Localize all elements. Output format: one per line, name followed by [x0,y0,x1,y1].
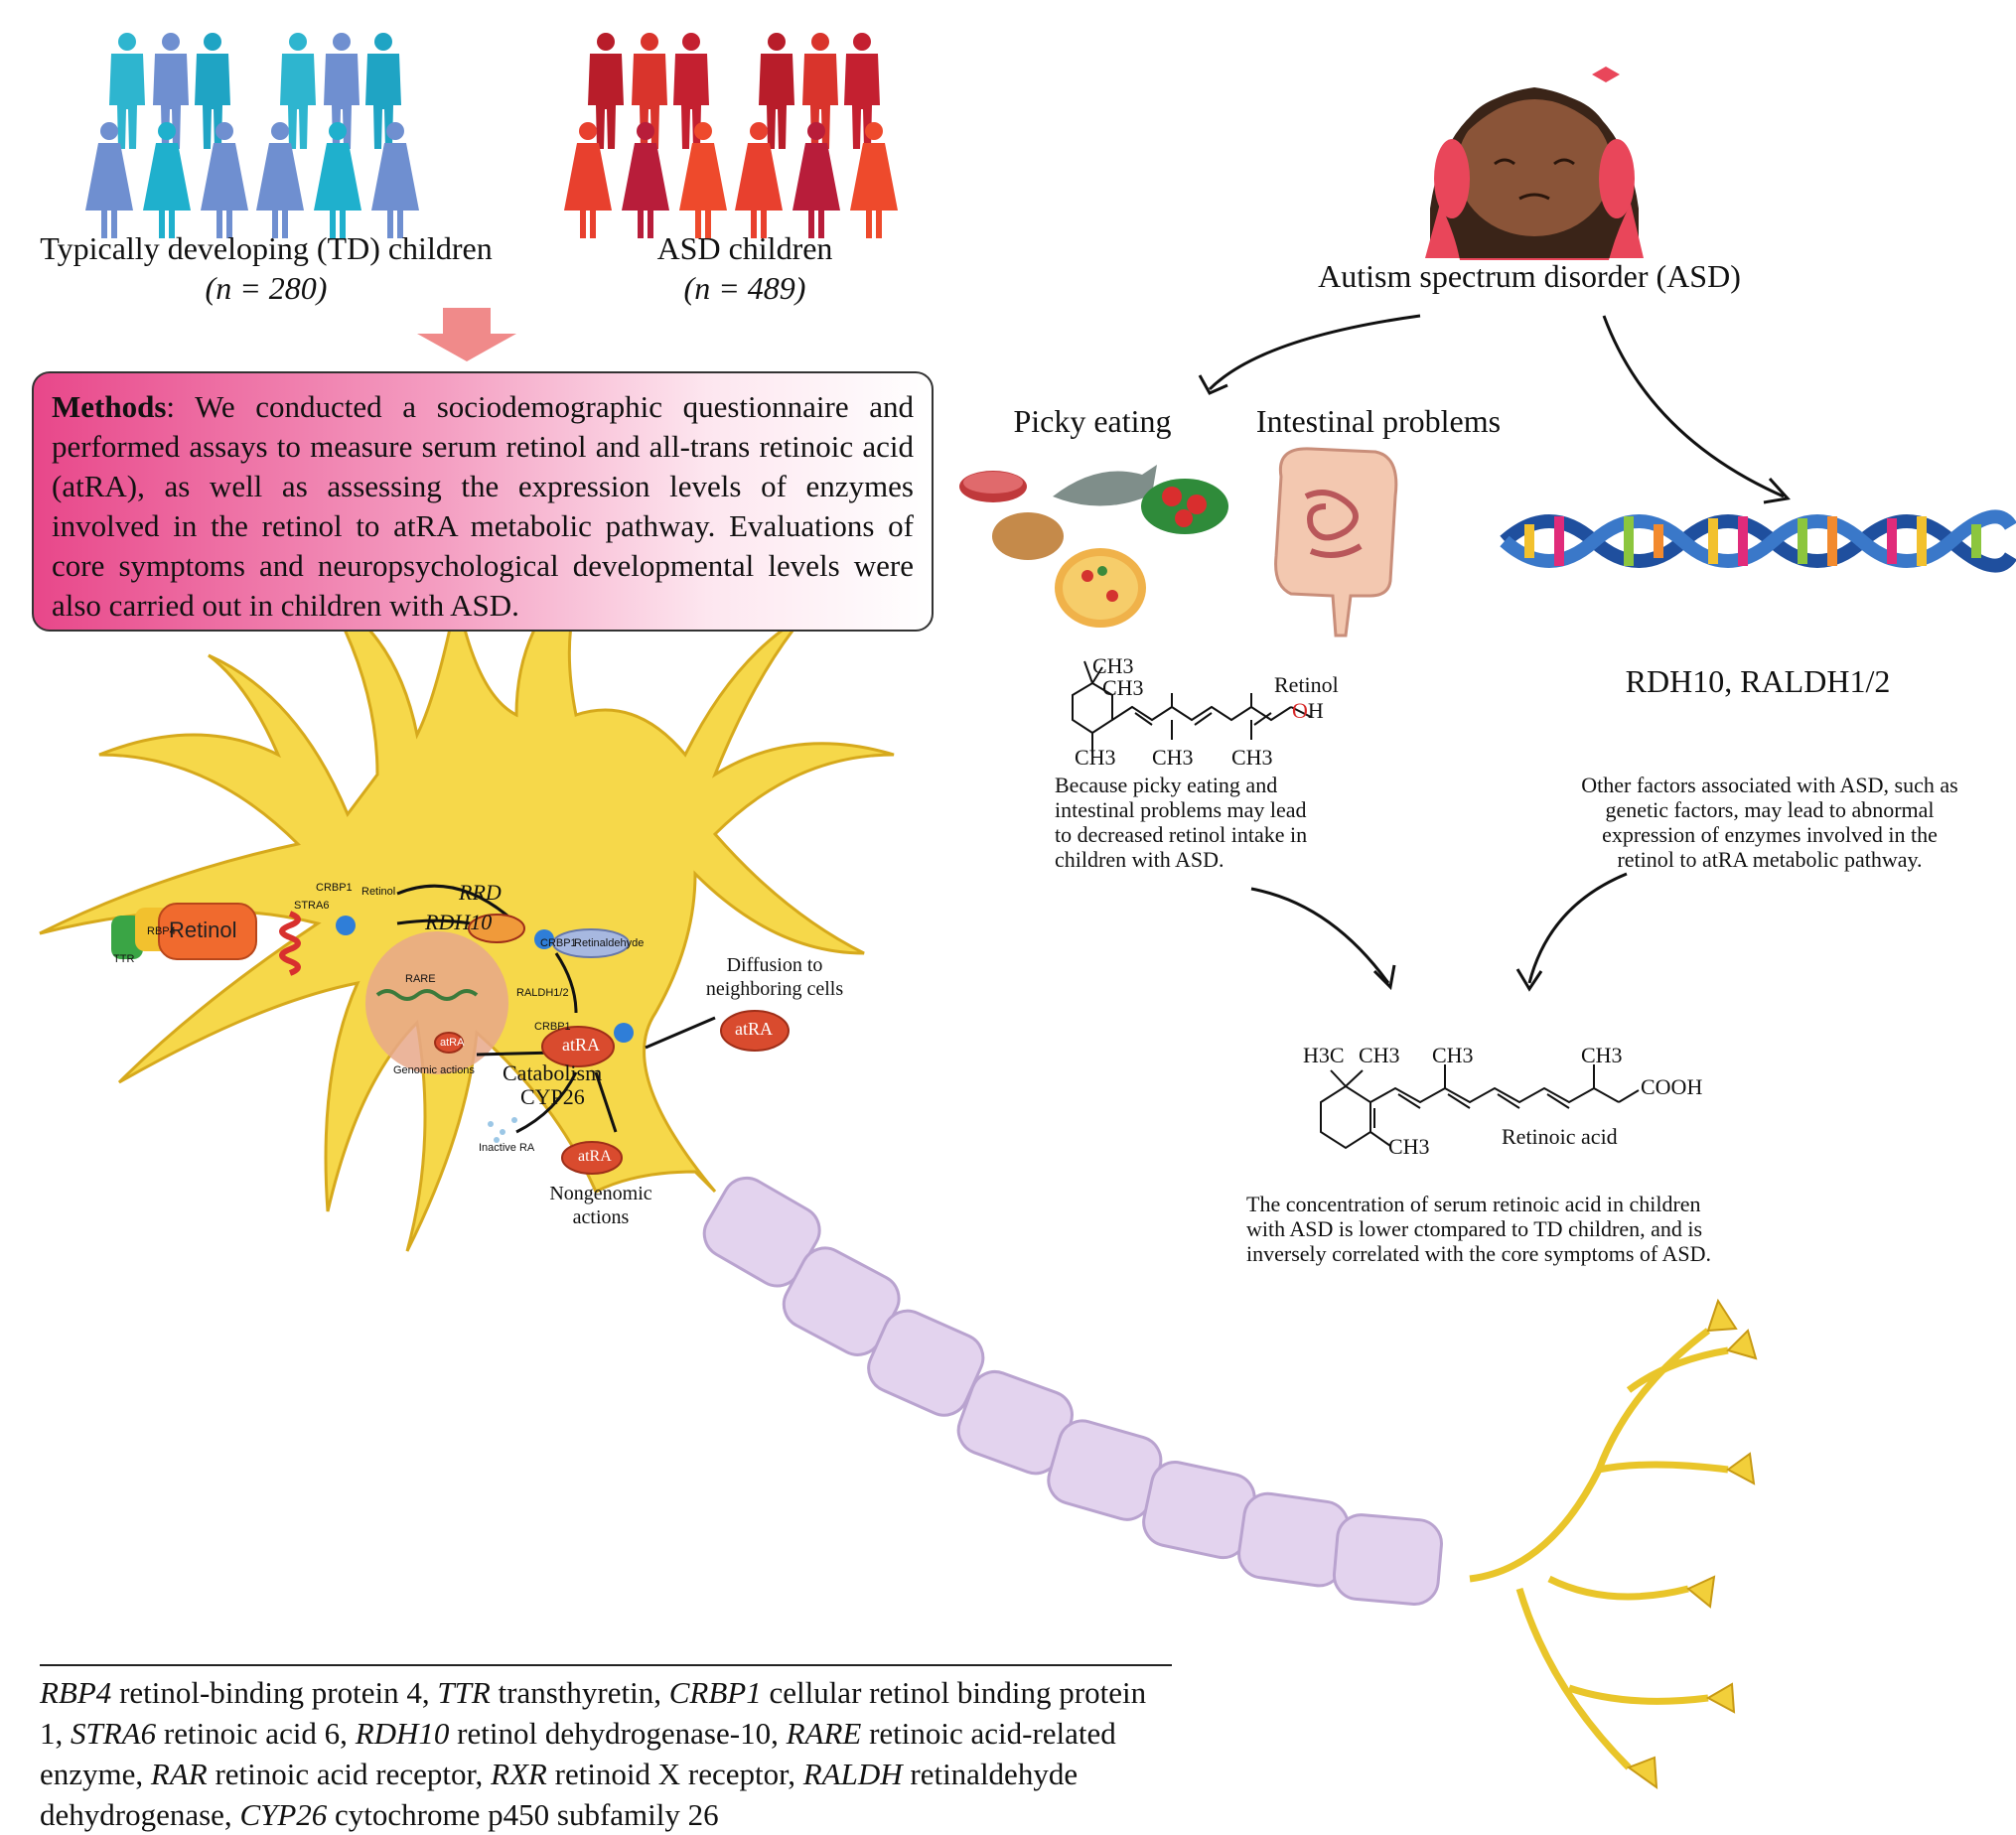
retinol-ch3-b: CH3 [1102,675,1144,700]
legend-entry: RAR retinoic acid receptor, [150,1757,492,1791]
retinol-small-label: Retinol [361,886,396,898]
abbreviation-legend: RBP4 retinol-binding protein 4, TTR tran… [40,1664,1172,1835]
stra6-label: STRA6 [294,900,330,912]
rare-label: RARE [405,973,436,985]
legend-entry: STRA6 retinoic acid 6, [71,1716,356,1751]
methods-text: : We conducted a sociodemographic questi… [52,389,914,623]
td-children-icons [85,33,419,238]
atra-diffusion-label: atRA [735,1019,773,1039]
td-group-label: Typically developing (TD) children [40,230,493,266]
other-factors-note: Other factors associated with ASD, such … [1581,773,1958,872]
intestinal-problems-label: Intestinal problems [1255,403,1502,439]
crbp1-c-label: CRBP1 [534,1021,571,1033]
legend-entry: RDH10 retinol dehydrogenase-10, [355,1716,787,1751]
retinol-oh-red: O [1292,698,1308,723]
asd-child-illustration [1425,67,1644,260]
retinol-ch3-c: CH3 [1075,745,1116,770]
dna-helix-illustration [1500,509,2016,573]
atra-nongenomic-label: atRA [578,1148,612,1165]
retinoic-acid-note: The concentration of serum retinoic acid… [1246,1192,1712,1266]
retinaldehyde-label: Retinaldehyde [574,937,645,949]
retinol-ch3-a: CH3 [1092,653,1134,678]
methods-box: Methods: We conducted a sociodemographic… [32,371,934,632]
retinoic-cooh: COOH [1641,1074,1703,1099]
neuron-retinol-label: Retinol [169,918,237,942]
atra-main-label: atRA [562,1035,600,1055]
retinol-note: Because picky eating and intestinal prob… [1055,773,1308,872]
legend-entry: TTR transthyretin, [437,1675,669,1710]
atra-nucleus-label: atRA [440,1037,465,1049]
legend-entry: RXR retinoid X receptor, [491,1757,803,1791]
retinoic-ch3-a: CH3 [1359,1043,1400,1067]
cyp26-label: CYP26 [520,1084,585,1109]
rdh10-label: RDH10 [425,910,493,934]
legend-entry: CYP26 cytochrome p450 subfamily 26 [239,1797,719,1832]
neuron-illustration [39,554,1758,1790]
retinoic-ch3-b: CH3 [1432,1043,1474,1067]
asd-group-label: ASD children [656,230,833,266]
legend-entry: RALDH retinaldehyde dehydrogenase, [40,1757,1079,1832]
crbp1-a-label: CRBP1 [316,882,353,894]
legend-entry: CRBP1 cellular retinol binding protein 1… [40,1675,1147,1751]
intestine-illustration [1274,447,1398,637]
genomic-label: Genomic actions [393,1064,475,1076]
retinoic-ch3-d: CH3 [1388,1134,1430,1159]
ttr-label: TTR [113,953,135,965]
asd-title: Autism spectrum disorder (ASD) [1318,258,1741,294]
nongenomic-label: Nongenomic actions [549,1183,652,1228]
retinol-ch3-d: CH3 [1152,745,1194,770]
retinol-structure [1072,660,1312,753]
down-arrow-icon [417,308,516,361]
enzymes-label: RDH10, RALDH1/2 [1625,663,1891,699]
retinol-ch3-e: CH3 [1231,745,1273,770]
catabolism-label: Catabolism [503,1060,603,1085]
asd-children-icons [564,33,898,238]
retinol-name: Retinol [1274,672,1339,697]
picky-eating-label: Picky eating [1013,403,1172,439]
rrd-label: RRD [459,880,502,905]
inactive-ra-label: Inactive RA [479,1142,535,1154]
retinol-protein-complex [111,903,257,960]
legend-entry: RARE retinoic acid-related enzyme, [40,1716,1116,1791]
food-illustration [959,465,1228,628]
retinoic-h3c: H3C [1303,1043,1345,1067]
raldh-label: RALDH1/2 [516,987,569,999]
crbp1-b-label: CRBP1 [540,937,577,949]
methods-heading: Methods [52,389,167,424]
asd-sample-size: (n = 489) [683,270,806,306]
retinoic-acid-name: Retinoic acid [1502,1124,1618,1149]
diffusion-label: Diffusion to neighboring cells [705,954,844,1000]
retinoic-ch3-c: CH3 [1581,1043,1623,1067]
rbp4-label: RBP4 [147,925,176,937]
legend-entry: RBP4 retinol-binding protein 4, [40,1675,438,1710]
retinoic-acid-structure [1320,1064,1640,1150]
td-sample-size: (n = 280) [205,270,328,306]
